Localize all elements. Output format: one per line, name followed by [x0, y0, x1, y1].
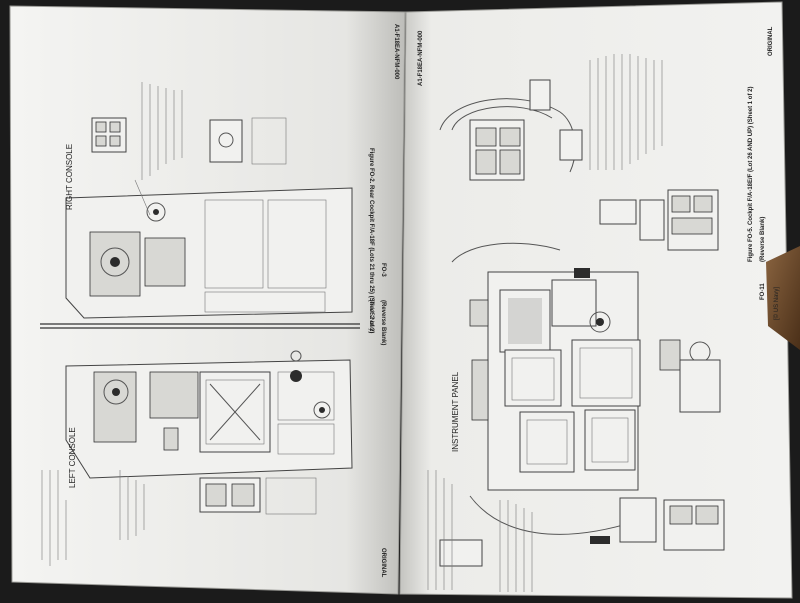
right-console-legend	[141, 82, 183, 180]
right-console-inset	[91, 117, 127, 153]
left-console-legend	[41, 470, 145, 566]
right-page-number: FO-11	[760, 283, 766, 300]
right-side-panels	[439, 189, 725, 567]
right-figure-caption: Figure FO-5. Cockpit F/A-18E/F (Lot 26 A…	[748, 87, 754, 262]
left-console-inset	[199, 477, 317, 515]
left-header-doc: A1-F18EA-NFM-000	[393, 24, 399, 80]
right-header-status: ORIGINAL	[768, 26, 774, 56]
right-page-legend	[427, 54, 663, 592]
right-reverse-blank: (Reverse Blank)	[760, 217, 766, 262]
left-reverse-blank: (Reverse Blank)	[380, 300, 386, 345]
left-page-number: FO-3	[380, 263, 386, 277]
left-footer: [© US Navy]	[368, 300, 375, 333]
right-header-doc: A1-F18EA-NFM-000	[418, 30, 424, 86]
left-console-title: LEFT CONSOLE	[68, 427, 77, 488]
right-console-drawing	[65, 82, 353, 319]
left-console-drawing	[65, 350, 353, 479]
instrument-panel-title: INSTRUMENT PANEL	[451, 371, 460, 452]
instrument-panel-drawing	[451, 242, 721, 535]
right-console-title: RIGHT CONSOLE	[65, 144, 74, 210]
left-header-status: ORIGINAL	[380, 548, 386, 578]
right-footer: [© US Navy]	[773, 287, 780, 320]
right-console-upper-box	[209, 117, 287, 165]
hud-canopy-drawing	[439, 79, 583, 181]
left-figure-caption: Figure FO-2. Rear Cockpit F/A-18F (Lots …	[368, 148, 374, 333]
wooden-block	[766, 246, 800, 350]
